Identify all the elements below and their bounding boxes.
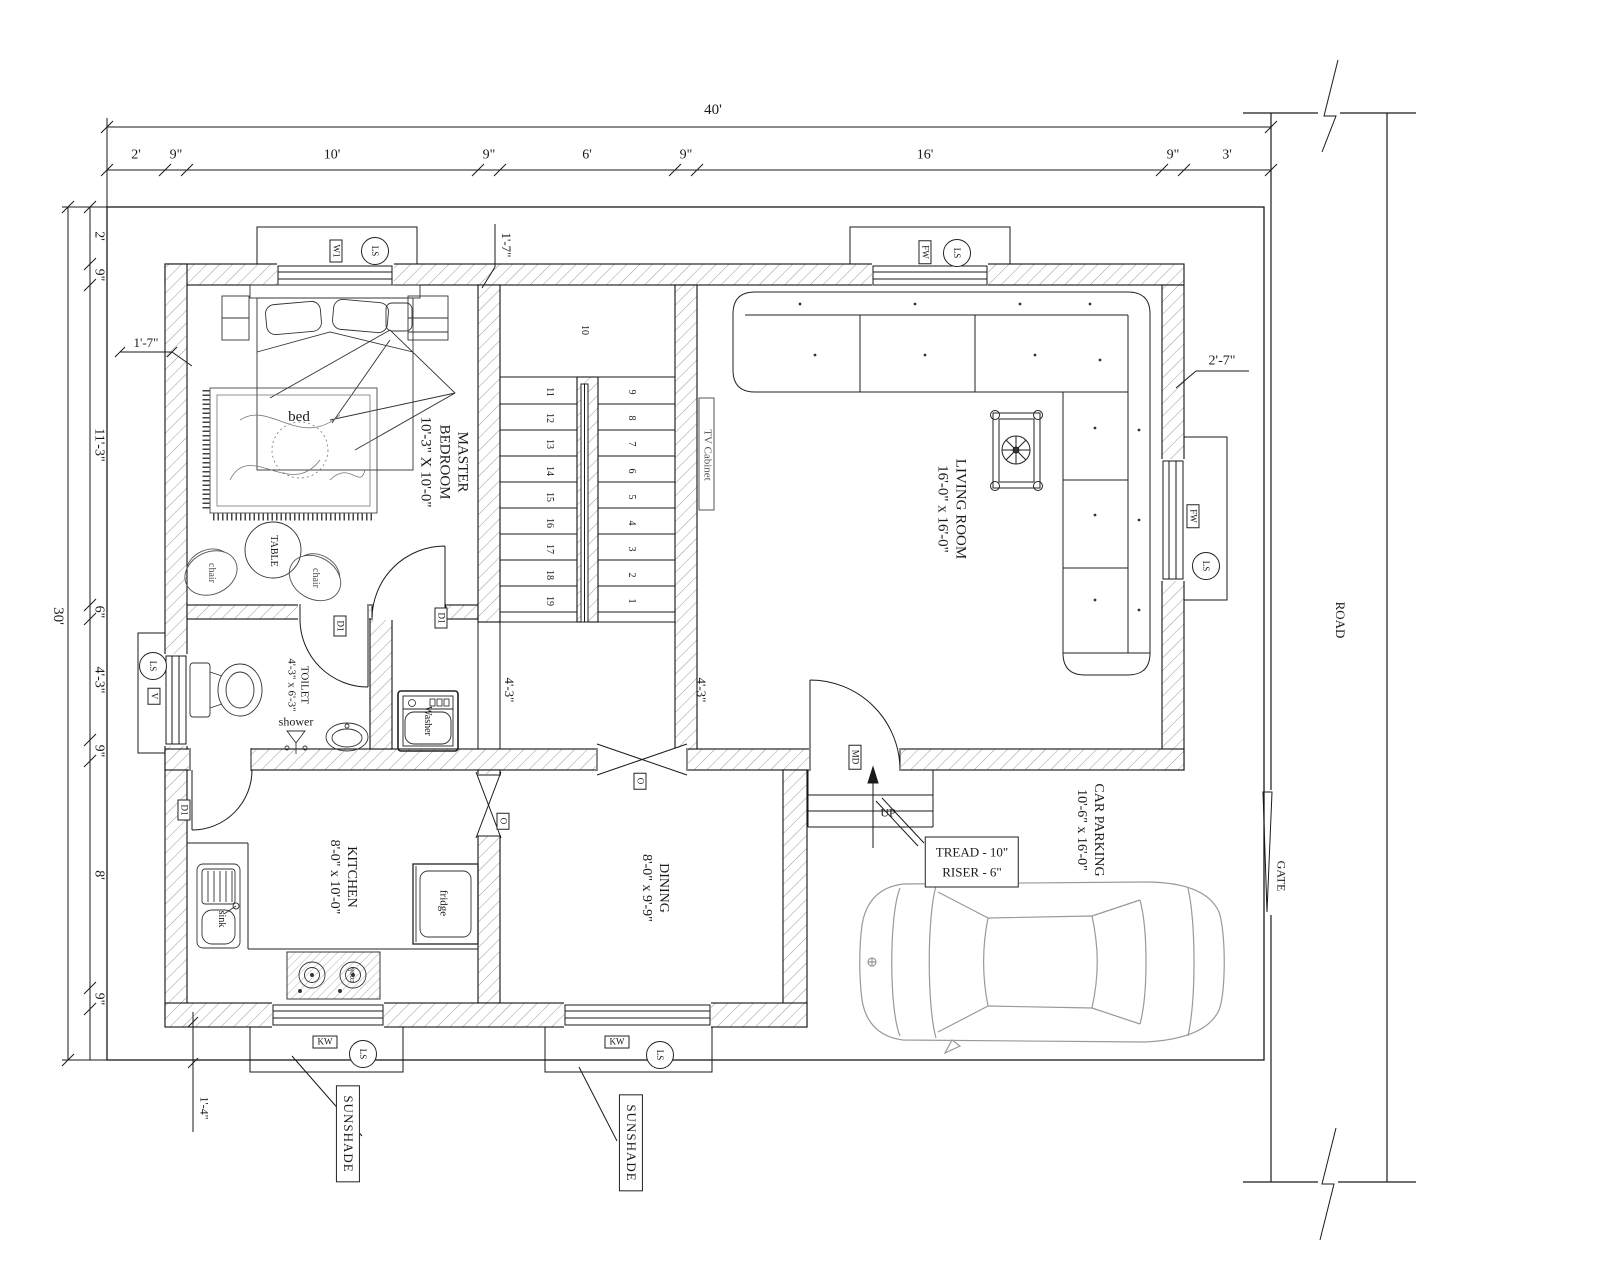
washer bbox=[397, 690, 459, 752]
road-break-bottom bbox=[1319, 1127, 1337, 1241]
walls bbox=[164, 263, 1185, 1028]
bed-group bbox=[221, 284, 456, 471]
rug bbox=[202, 387, 378, 521]
tv-cabinet bbox=[698, 397, 715, 511]
callout-lines bbox=[114, 346, 193, 367]
fridge bbox=[412, 863, 479, 945]
doors bbox=[189, 545, 901, 839]
toilet-door bbox=[299, 604, 369, 688]
cooktop bbox=[286, 951, 381, 1000]
tread-note-leader bbox=[875, 797, 925, 847]
opening-x-dining bbox=[596, 743, 688, 776]
road bbox=[1243, 59, 1416, 1241]
road-break-top bbox=[1321, 59, 1339, 153]
bedroom-door bbox=[371, 545, 447, 620]
wash-basin bbox=[325, 722, 369, 752]
sunshade-leaders bbox=[291, 1055, 618, 1142]
kitchen-fixtures bbox=[187, 842, 479, 1000]
entry-steps bbox=[807, 765, 934, 848]
plant bbox=[1001, 435, 1031, 465]
staircase bbox=[477, 376, 675, 749]
coffee-table bbox=[990, 410, 1043, 491]
kitchen-door bbox=[189, 748, 253, 831]
table-and-chairs bbox=[184, 521, 342, 602]
passage-edges bbox=[477, 622, 501, 749]
dimension-lines bbox=[61, 118, 1278, 1142]
car bbox=[859, 869, 1225, 1055]
counter bbox=[187, 842, 478, 950]
shower-head bbox=[284, 730, 308, 754]
dining-window bbox=[564, 1004, 711, 1026]
kitchen-window bbox=[272, 1004, 384, 1026]
plot-boundary bbox=[106, 206, 1265, 1061]
opening-x-kitchen bbox=[475, 771, 502, 839]
gate-leaf bbox=[1262, 791, 1273, 913]
wc bbox=[189, 662, 263, 718]
sofa bbox=[732, 291, 1151, 676]
living-window-east bbox=[1162, 460, 1184, 580]
toilet-fixtures bbox=[189, 662, 369, 754]
kitchen-sink bbox=[196, 863, 241, 949]
toilet-window bbox=[165, 655, 187, 745]
living-window-top bbox=[872, 265, 988, 286]
main-door bbox=[809, 679, 901, 771]
